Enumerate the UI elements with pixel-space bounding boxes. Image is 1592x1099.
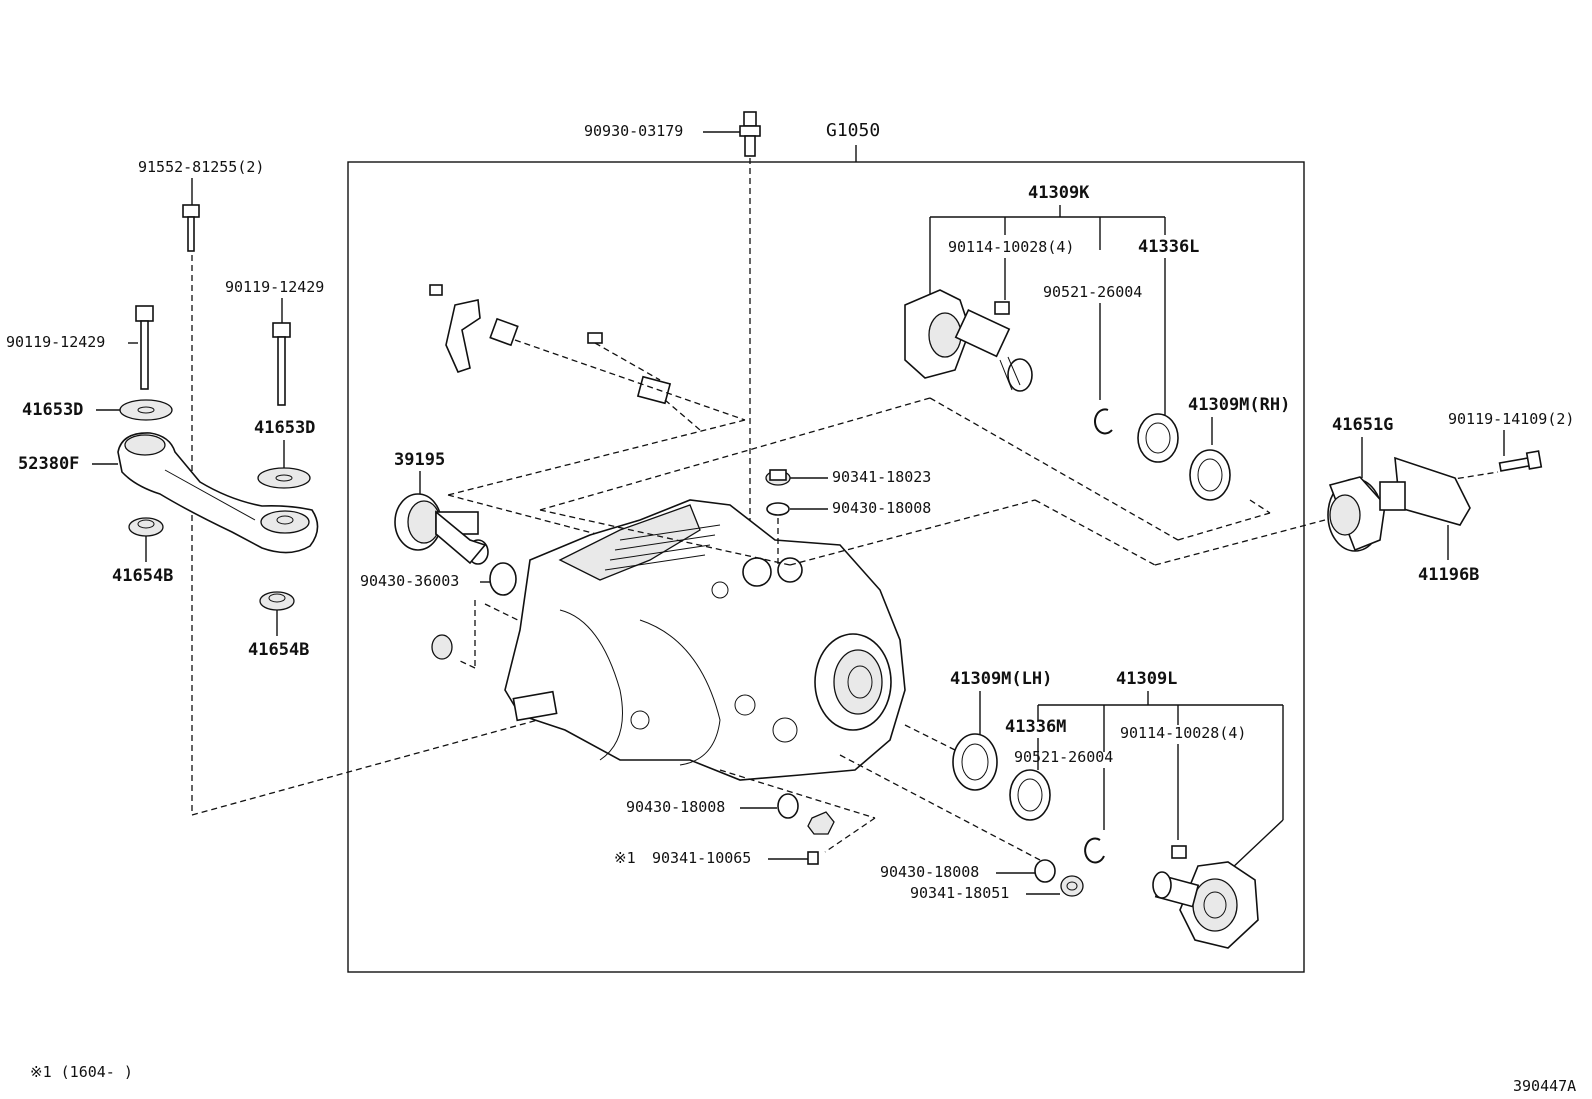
bushing-icon [259, 591, 295, 611]
transaxle-housing-icon [504, 499, 906, 781]
oil-seal-icon [1009, 769, 1051, 821]
oil-seal-icon [1137, 413, 1179, 463]
label-90119-12429-right[interactable]: 90119-12429 [225, 278, 324, 296]
label-90521-26004-bottom[interactable]: 90521-26004 [1014, 748, 1113, 766]
label-90521-26004-top[interactable]: 90521-26004 [1043, 283, 1142, 301]
snap-ring-icon [1084, 837, 1105, 864]
washer-icon [119, 399, 173, 421]
flange-shaft-icon [1152, 845, 1259, 949]
sensor-bracket-icon [429, 284, 672, 405]
label-90114-10028-bottom[interactable]: 90114-10028(4) [1120, 724, 1246, 742]
label-41653D-right[interactable]: 41653D [254, 418, 315, 438]
label-90341-18051[interactable]: 90341-18051 [910, 884, 1009, 902]
mount-bracket-icon [1379, 456, 1471, 526]
label-41654B-right[interactable]: 41654B [248, 640, 309, 660]
label-90430-18008-top[interactable]: 90430-18008 [832, 499, 931, 517]
plug-icon [765, 469, 791, 486]
label-41309M-RH[interactable]: 41309M(RH) [1188, 395, 1290, 415]
gasket-icon [766, 502, 790, 516]
input-shaft-icon [394, 493, 489, 565]
plug-icon [431, 634, 453, 660]
label-90114-10028-top[interactable]: 90114-10028(4) [948, 238, 1074, 256]
label-52380F[interactable]: 52380F [18, 454, 79, 474]
group-label: G1050 [826, 120, 880, 141]
label-90119-12429-left[interactable]: 90119-12429 [6, 333, 105, 351]
label-41336M[interactable]: 41336M [1005, 717, 1066, 737]
washer-icon [257, 467, 311, 489]
bolt-icon [135, 305, 154, 390]
plug-icon [807, 811, 835, 835]
label-41336L[interactable]: 41336L [1138, 237, 1199, 257]
label-39195[interactable]: 39195 [394, 450, 445, 470]
bolt-icon [182, 204, 200, 252]
snap-ring-icon [1093, 408, 1113, 435]
plug-icon [1060, 875, 1084, 897]
mount-bushing-icon [1327, 476, 1386, 552]
o-ring-icon [489, 562, 517, 596]
group-frame [347, 161, 1305, 973]
bolt-icon [1498, 450, 1543, 472]
bolt-icon [807, 851, 819, 865]
label-90430-18008-middle[interactable]: 90430-18008 [626, 798, 725, 816]
label-41309M-LH[interactable]: 41309M(LH) [950, 669, 1052, 689]
figure-id: 390447A [1513, 1077, 1576, 1095]
bolt-icon [272, 322, 291, 406]
label-91552-81255[interactable]: 91552-81255(2) [138, 158, 264, 176]
gasket-icon [1034, 859, 1056, 883]
oil-seal-icon [1189, 449, 1231, 501]
label-41196B[interactable]: 41196B [1418, 565, 1479, 585]
label-41309L[interactable]: 41309L [1116, 669, 1177, 689]
oil-seal-icon [952, 733, 998, 791]
bushing-icon [128, 517, 164, 537]
footnote-text: ※1 (1604- ) [30, 1063, 133, 1081]
label-41654B-left[interactable]: 41654B [112, 566, 173, 586]
label-90341-18023[interactable]: 90341-18023 [832, 468, 931, 486]
label-90341-10065[interactable]: 90341-10065 [652, 849, 751, 867]
label-41651G[interactable]: 41651G [1332, 415, 1393, 435]
label-90430-36003[interactable]: 90430-36003 [360, 572, 459, 590]
label-90119-14109[interactable]: 90119-14109(2) [1448, 410, 1574, 428]
flange-shaft-icon [904, 289, 1033, 392]
gasket-icon [777, 793, 799, 819]
breather-plug-icon [739, 111, 761, 157]
label-41653D-left[interactable]: 41653D [22, 400, 83, 420]
label-90930-03179[interactable]: 90930-03179 [584, 122, 683, 140]
mount-bracket-icon [117, 432, 319, 554]
label-90430-18008-bottom[interactable]: 90430-18008 [880, 863, 979, 881]
footnote-marker: ※1 [614, 849, 636, 867]
label-41309K[interactable]: 41309K [1028, 183, 1090, 203]
